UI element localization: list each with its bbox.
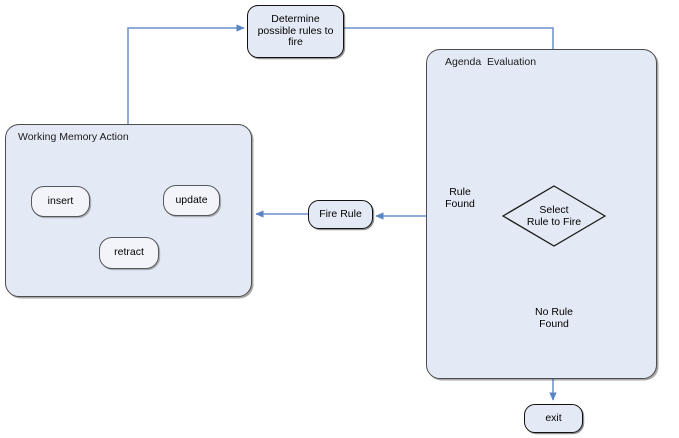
edge-wma-to-determine [127,24,245,124]
node-exit[interactable]: exit [524,404,583,433]
edge-label-no-rule-found: No Rule Found [535,306,573,331]
diamond-shape [502,185,606,247]
edge-label-rule-found: Rule Found [445,186,475,211]
container-agenda-evaluation-title: Agenda Evaluation [445,56,537,68]
container-working-memory-action-title: Working Memory Action [18,131,129,143]
node-fire-rule[interactable]: Fire Rule [308,200,373,229]
container-agenda-evaluation[interactable]: Agenda Evaluation [426,49,657,379]
node-determine-possible-rules-to-fire[interactable]: Determine possible rules to fire [247,5,344,58]
node-select-rule-to-fire[interactable]: Select Rule to Fire [502,185,606,247]
node-insert[interactable]: insert [31,186,90,217]
node-update[interactable]: update [163,185,220,216]
node-select-rule-to-fire-label: Select Rule to Fire [526,203,582,228]
node-retract[interactable]: retract [99,237,159,269]
